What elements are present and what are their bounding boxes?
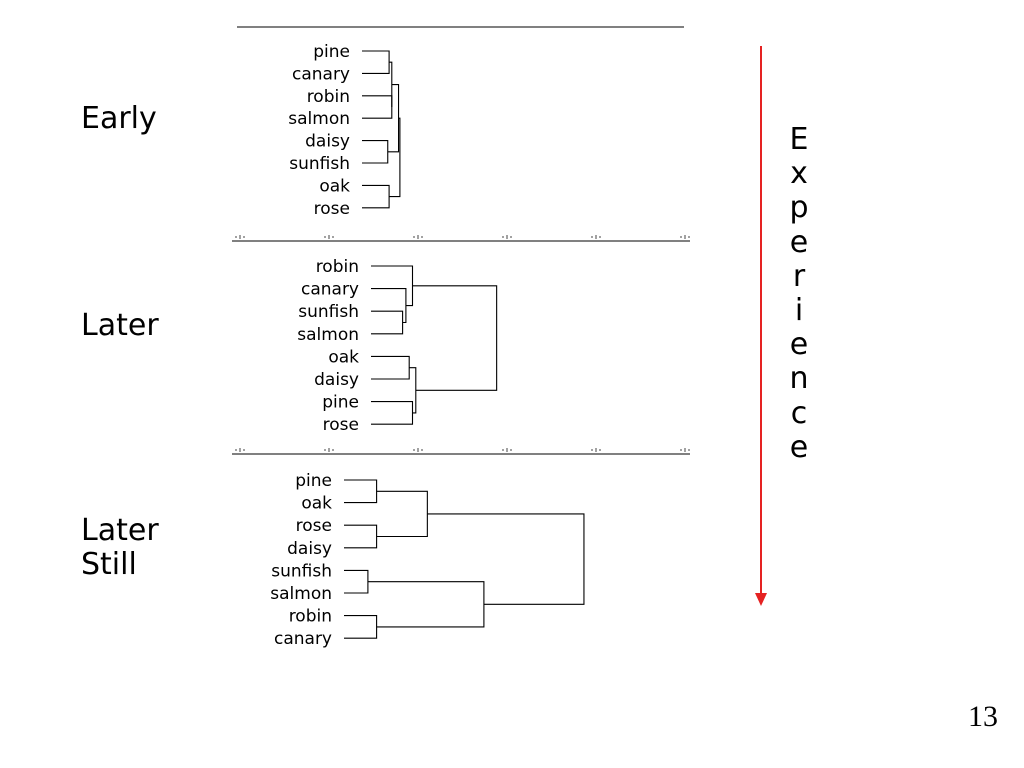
stage-label-later-still: Later Still [81, 513, 159, 582]
merge-link [362, 184, 390, 209]
leaf-label: robin [316, 257, 359, 277]
leaf-label: sunfish [298, 302, 359, 322]
leaf-label: oak [301, 494, 332, 514]
experience-letter: e [789, 224, 809, 260]
stage-label-later: Later [81, 308, 159, 343]
merge-link [362, 50, 390, 74]
experience-letter: n [789, 361, 809, 397]
page-number: 13 [968, 700, 998, 733]
leaf-label: robin [307, 87, 350, 107]
leaf-label: pine [295, 471, 332, 491]
merge-link [344, 615, 378, 639]
experience-letter: x [790, 156, 808, 192]
leaf-label: canary [274, 629, 332, 649]
merge-link [376, 490, 428, 538]
leaf-label: salmon [270, 584, 332, 604]
leaf-label: rose [323, 415, 359, 435]
leaf-label: rose [296, 516, 332, 536]
stage-label-early: Early [81, 101, 157, 136]
merge-link [362, 95, 393, 119]
merge-link [344, 524, 378, 549]
leaf-label: oak [319, 176, 350, 196]
leaf-label: robin [289, 607, 332, 627]
leaf-label: pine [313, 42, 350, 62]
experience-letter: e [789, 327, 809, 363]
leaf-label: daisy [305, 132, 350, 152]
merge-link [362, 140, 389, 164]
leaf-label: oak [328, 347, 359, 367]
leaf-label: canary [301, 280, 359, 300]
leaf-label: sunfish [271, 561, 332, 581]
leaf-label: rose [314, 199, 350, 219]
leaf-label: salmon [297, 325, 359, 345]
leaf-label: daisy [287, 539, 332, 559]
leaf-label: sunfish [289, 154, 350, 174]
merge-link [427, 513, 585, 605]
experience-arrow [755, 46, 767, 606]
leaf-label: pine [322, 393, 359, 413]
experience-letter: e [789, 429, 809, 465]
leaf-label: canary [292, 64, 350, 84]
leaf-label: daisy [314, 370, 359, 390]
merge-link [367, 581, 485, 628]
merge-link [389, 117, 401, 198]
experience-letter: c [790, 395, 808, 431]
merge-link [371, 355, 410, 380]
merge-link [344, 479, 378, 504]
merge-link [371, 288, 407, 324]
merge-link [344, 569, 369, 594]
merge-link [371, 401, 414, 425]
merge-link [412, 285, 498, 391]
merge-link [389, 61, 393, 107]
experience-letter: p [789, 190, 809, 226]
merge-link [371, 310, 404, 335]
leaf-label: salmon [288, 109, 350, 129]
experience-letter: r [792, 258, 806, 294]
experience-letter: E [789, 122, 809, 157]
experience-letter: i [794, 292, 804, 328]
